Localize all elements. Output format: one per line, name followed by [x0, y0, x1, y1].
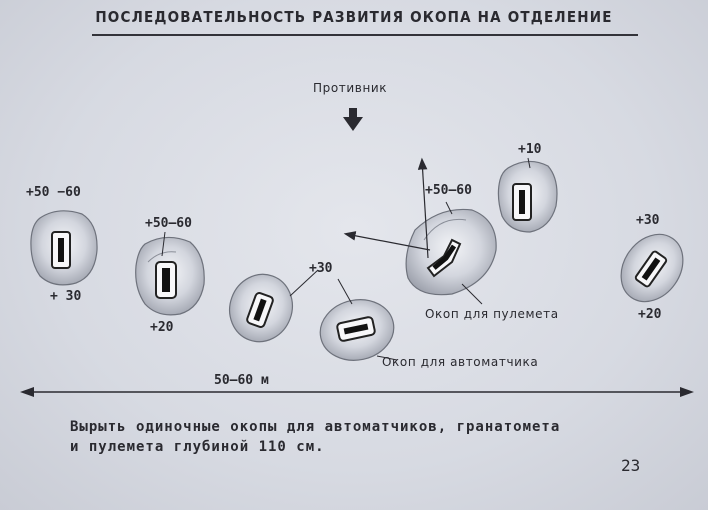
- submachine-gunner-trench-label: Окоп для автоматчика: [382, 355, 539, 369]
- trench-2-top-label: +50—60: [145, 216, 192, 231]
- trench-1: [30, 210, 98, 286]
- trench-5-top-label: +10: [518, 142, 542, 157]
- trench-6-top-label: +30: [636, 213, 660, 228]
- trench-1-top-label: +50 −60: [26, 185, 81, 200]
- trench-2: [135, 231, 205, 316]
- trench-2-bottom-label: +20: [150, 320, 174, 335]
- caption-line-1: Вырыть одиночные окопы для автоматчиков,…: [70, 419, 561, 435]
- caption-line-2: и пулемета глубиной 110 см.: [70, 439, 325, 455]
- enemy-label: Противник: [313, 81, 388, 95]
- trench-machine-gun: [343, 157, 497, 305]
- frontage-label: 50—60 м: [214, 373, 269, 388]
- trench-6: [620, 233, 684, 303]
- trench-submachine-gunner: [319, 278, 398, 361]
- page-number: 23: [621, 456, 641, 475]
- machine-gun-trench-label: Окоп для пулемета: [425, 307, 559, 321]
- trench-6-bottom-label: +20: [638, 307, 662, 322]
- mg-trench-top-label: +50—60: [425, 183, 472, 198]
- trench-3: [229, 269, 319, 343]
- title-underline: [92, 34, 638, 36]
- trench-1-bottom-label: + 30: [50, 289, 82, 304]
- trench-3-top-label: +30: [309, 261, 333, 276]
- frontage-dimension-arrow: [20, 387, 694, 397]
- caption: Вырыть одиночные окопы для автоматчиков,…: [70, 417, 560, 457]
- trench-5: [497, 157, 558, 233]
- page-title: ПОСЛЕДОВАТЕЛЬНОСТЬ РАЗВИТИЯ ОКОПА НА ОТД…: [95, 8, 613, 26]
- enemy-arrow-icon: [343, 108, 363, 131]
